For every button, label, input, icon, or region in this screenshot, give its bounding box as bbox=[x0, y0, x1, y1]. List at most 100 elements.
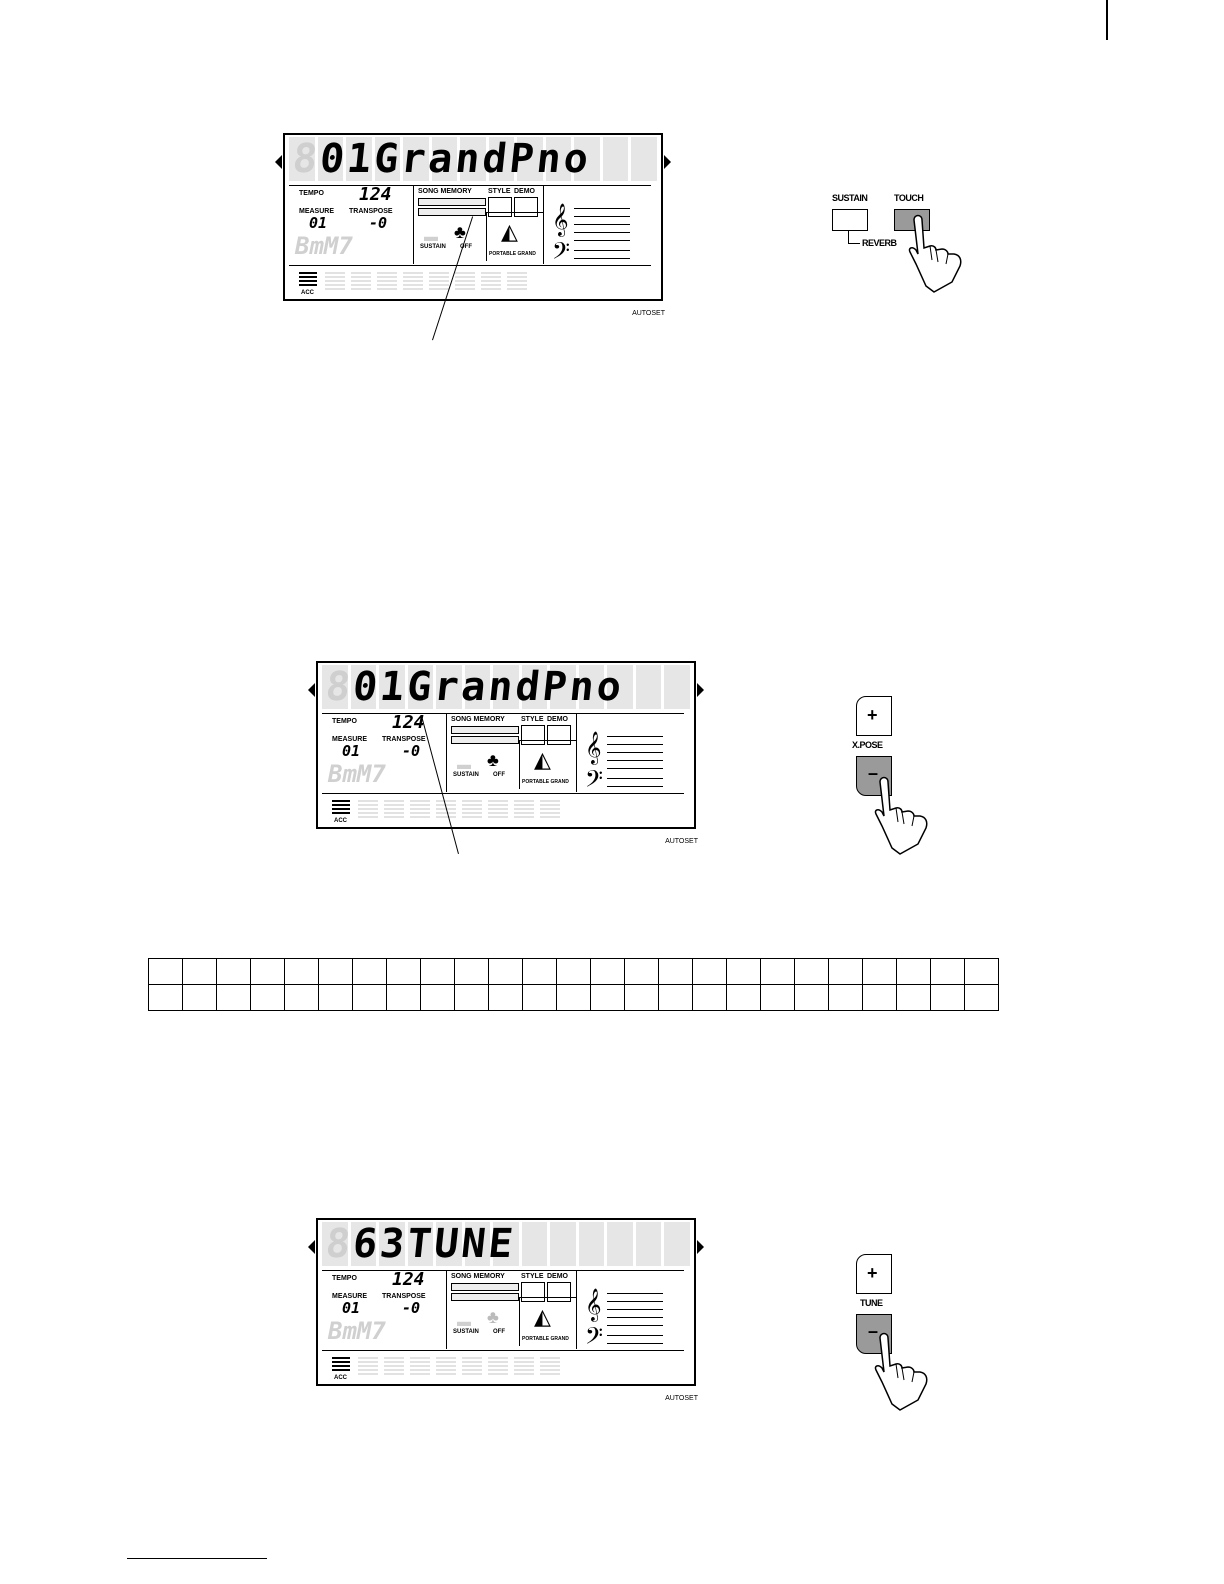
demo-icon bbox=[514, 197, 538, 217]
lcd-status-panel: TEMPO 124 MEASURE TRANSPOSE 01 -0 BmM7 bbox=[322, 712, 446, 792]
lcd-ghost-cell bbox=[521, 665, 548, 709]
lcd-ghost-cell bbox=[521, 1222, 548, 1266]
tempo-label: TEMPO bbox=[299, 190, 324, 197]
lcd-mode-panel: SONG MEMORY STYLE DEMO ▬ SUSTAIN OFF ♣ ◭… bbox=[446, 1271, 577, 1349]
song-memory-label: SONG MEMORY bbox=[418, 188, 472, 195]
table-cell bbox=[284, 958, 319, 985]
lcd-ghost-cell bbox=[550, 665, 576, 709]
measure-label: MEASURE bbox=[299, 208, 335, 215]
xpose-plus-button[interactable]: + bbox=[856, 696, 892, 736]
lcd-ghost-cell bbox=[431, 137, 458, 181]
pedal-ghost: ▬ bbox=[457, 1313, 471, 1329]
lcd-ghost-segments bbox=[322, 1222, 690, 1266]
off-label: OFF bbox=[493, 1329, 505, 1335]
acc-level-icon bbox=[332, 800, 350, 814]
right-arrow-icon bbox=[697, 683, 704, 697]
lcd-voice-readout: 863TUNE bbox=[323, 1222, 519, 1266]
table-cell bbox=[522, 984, 557, 1011]
pedal-ghost: ▬ bbox=[424, 228, 438, 244]
transpose-value: -0 bbox=[402, 1299, 421, 1317]
lcd-ghost-cell bbox=[436, 665, 462, 709]
off-label: OFF bbox=[460, 244, 472, 250]
lcd-ghost-cell bbox=[664, 665, 690, 709]
table-cell bbox=[964, 958, 999, 985]
lcd-mode-panel: SONG MEMORY STYLE DEMO ▬ SUSTAIN OFF ♣ ◭… bbox=[413, 186, 544, 264]
lcd-middle: TEMPO 124 MEASURE TRANSPOSE 01 -0 BmM7 S… bbox=[289, 184, 651, 268]
style-icon bbox=[521, 725, 545, 745]
lcd-ghost-cell bbox=[322, 665, 348, 709]
acc-label: ACC bbox=[301, 290, 314, 296]
lcd-track-row: ACC bbox=[322, 793, 684, 828]
touch-icon: ♣ bbox=[454, 222, 466, 242]
piano-icon-box: ◭ PORTABLE GRAND bbox=[486, 212, 543, 261]
lcd-ghost-cell bbox=[488, 137, 515, 181]
pressing-hand-icon bbox=[874, 1332, 928, 1411]
lcd-ghost-cell bbox=[464, 1222, 491, 1266]
left-arrow-icon bbox=[308, 683, 315, 697]
table-cell bbox=[420, 958, 455, 985]
voice-name: GrandPno bbox=[404, 665, 627, 709]
table-cell bbox=[454, 984, 489, 1011]
voice-number: 01 bbox=[317, 137, 377, 181]
table-cell bbox=[318, 958, 353, 985]
table-cell bbox=[488, 958, 523, 985]
lcd-ghost-cell bbox=[346, 137, 372, 181]
right-arrow-icon bbox=[697, 1240, 704, 1254]
lcd-top-row: 801GrandPno bbox=[322, 665, 690, 709]
style-icon bbox=[521, 1282, 545, 1302]
lcd-voice-readout: 801GrandPno bbox=[290, 137, 594, 181]
table-cell bbox=[760, 984, 795, 1011]
table-cell bbox=[658, 958, 693, 985]
table-cell bbox=[182, 984, 217, 1011]
table-cell bbox=[828, 984, 863, 1011]
table-cell bbox=[964, 984, 999, 1011]
lcd-staff-panel: 𝄞 𝄢 bbox=[576, 714, 685, 796]
tempo-value: 124 bbox=[359, 184, 392, 205]
acc-level-icon bbox=[299, 272, 317, 286]
function-name: TUNE bbox=[404, 1222, 519, 1266]
piano-icon-box: ◭ PORTABLE GRAND bbox=[519, 740, 576, 789]
chord-ghost: BmM7 bbox=[295, 232, 353, 260]
function-number: 63 bbox=[350, 1222, 410, 1266]
lcd-ghost-cell bbox=[602, 137, 629, 181]
sustain-label: SUSTAIN bbox=[453, 1329, 479, 1335]
bass-clef-icon: 𝄢 bbox=[585, 765, 604, 798]
portable-grand-label: PORTABLE GRAND bbox=[522, 1336, 569, 1342]
table-row bbox=[148, 984, 999, 1011]
grand-piano-icon: ◭ bbox=[534, 1304, 551, 1329]
voice-name: GrandPno bbox=[371, 137, 594, 181]
track-level-ghosts bbox=[358, 800, 560, 818]
table-cell bbox=[862, 984, 897, 1011]
lcd-ghost-segments bbox=[322, 665, 690, 709]
lcd-ghost-cell bbox=[578, 665, 605, 709]
sustain-label: SUSTAIN bbox=[453, 772, 479, 778]
lcd-track-row: ACC bbox=[289, 265, 651, 300]
table-cell bbox=[352, 958, 387, 985]
song-memory-bar bbox=[451, 726, 519, 734]
music-staff: 𝄞 𝄢 bbox=[585, 1285, 663, 1353]
lcd-middle: TEMPO 124 MEASURE TRANSPOSE 01 -0 BmM7 S… bbox=[322, 712, 685, 796]
lcd-ghost-cell bbox=[374, 137, 401, 181]
left-arrow-icon bbox=[275, 155, 282, 169]
xpose-minus-button[interactable]: – bbox=[856, 756, 892, 796]
tune-plus-button[interactable]: + bbox=[856, 1254, 892, 1294]
lcd-ghost-cell bbox=[403, 137, 429, 181]
table-cell bbox=[624, 984, 659, 1011]
table-cell bbox=[386, 958, 421, 985]
table-cell bbox=[454, 958, 489, 985]
track-level-ghosts bbox=[325, 272, 527, 290]
transpose-label: TRANSPOSE bbox=[382, 736, 426, 743]
lcd-ghost-cell bbox=[460, 137, 486, 181]
lcd-ghost-cell bbox=[436, 1222, 462, 1266]
demo-icon bbox=[547, 1282, 571, 1302]
style-label: STYLE bbox=[521, 1273, 544, 1280]
touch-button-label: TOUCH bbox=[894, 193, 924, 203]
sustain-button[interactable] bbox=[832, 209, 868, 231]
table-cell bbox=[216, 984, 251, 1011]
portable-grand-label: PORTABLE GRAND bbox=[489, 251, 536, 257]
table-cell bbox=[794, 958, 829, 985]
measure-value: 01 bbox=[309, 214, 328, 232]
transpose-label: TRANSPOSE bbox=[349, 208, 393, 215]
lcd-ghost-cell bbox=[493, 1222, 519, 1266]
acc-level-icon bbox=[332, 1357, 350, 1371]
